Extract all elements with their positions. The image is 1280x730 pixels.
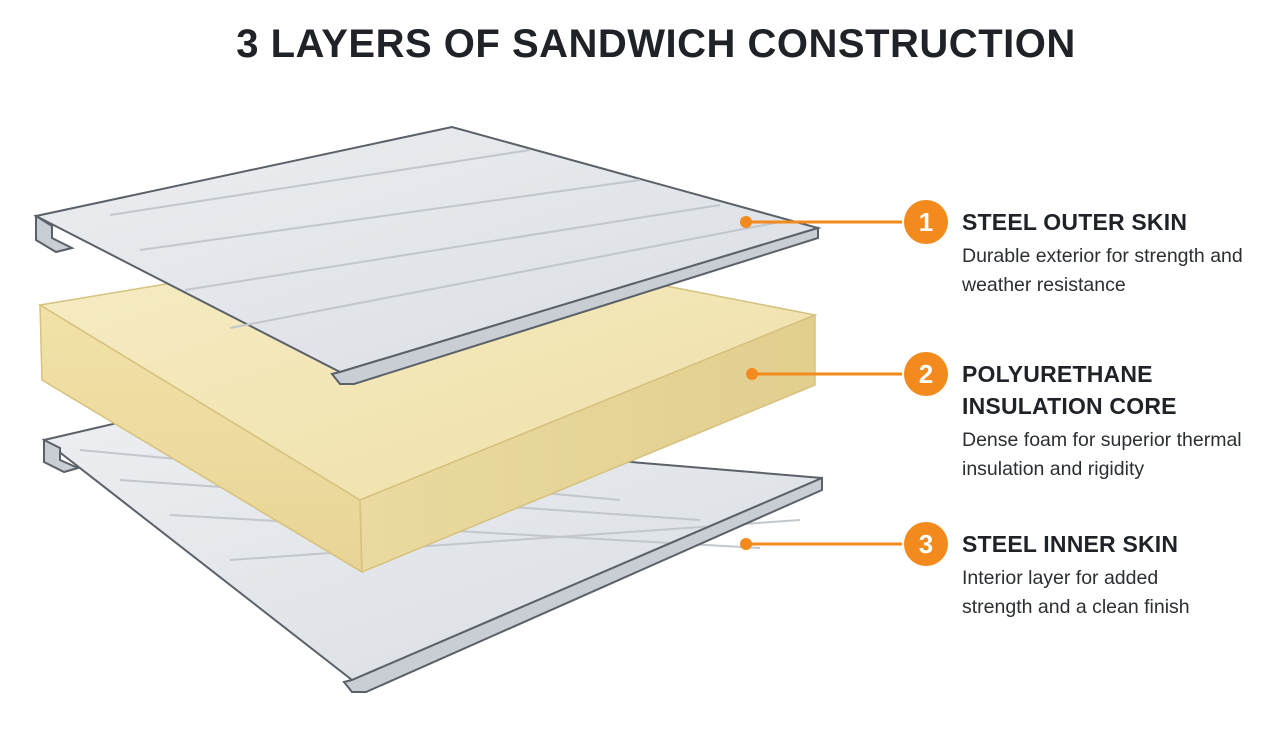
- layer-1-name: STEEL OUTER SKIN: [962, 209, 1188, 235]
- leader-line-3: [740, 538, 902, 550]
- layer-3-callout: STEEL INNER SKIN Interior layer for adde…: [962, 528, 1232, 622]
- layer-3-description: Interior layer for added strength and a …: [962, 567, 1190, 618]
- layer-2-name: POLYURETHANE INSULATION CORE: [962, 361, 1177, 419]
- layer-2-description: Dense foam for superior thermal insulati…: [962, 429, 1242, 480]
- page-title: 3 LAYERS OF SANDWICH CONSTRUCTION: [236, 22, 1076, 66]
- leader-line-1: [740, 216, 902, 228]
- layer-1-description: Durable exterior for strength and weathe…: [962, 245, 1243, 296]
- layer-1-badge: 1: [904, 200, 948, 244]
- layer-1-callout: STEEL OUTER SKIN Durable exterior for st…: [962, 206, 1272, 300]
- layer-2-callout: POLYURETHANE INSULATION CORE Dense foam …: [962, 358, 1242, 484]
- leader-line-2: [746, 368, 902, 380]
- layer-3-name: STEEL INNER SKIN: [962, 531, 1179, 557]
- steel-outer-skin: [33, 125, 822, 385]
- layer-2-badge: 2: [904, 352, 948, 396]
- layer-3-badge: 3: [904, 522, 948, 566]
